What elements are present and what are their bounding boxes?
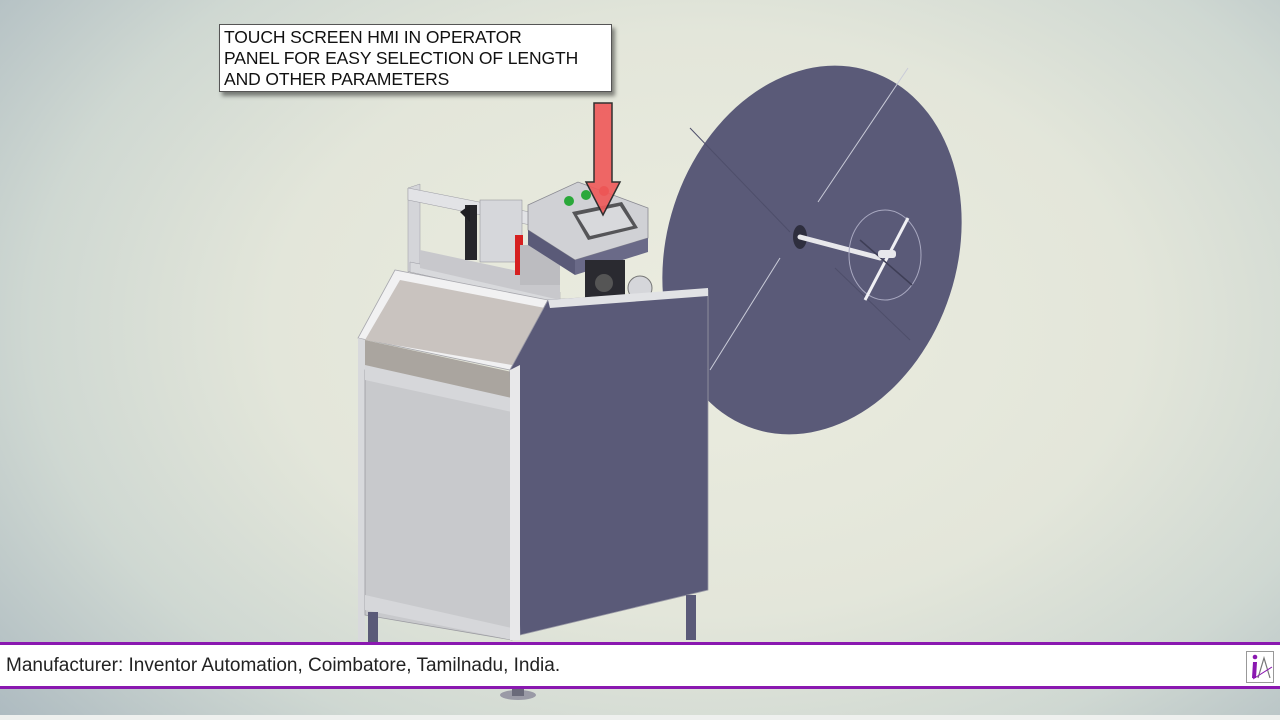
callout-box: TOUCH SCREEN HMI IN OPERATOR PANEL FOR E… <box>219 24 612 92</box>
cabinet <box>357 269 709 700</box>
callout-line-3: AND OTHER PARAMETERS <box>224 69 450 89</box>
callout-line-1: TOUCH SCREEN HMI IN OPERATOR <box>224 27 522 47</box>
reel-disc <box>662 65 962 435</box>
callout-line-2: PANEL FOR EASY SELECTION OF LENGTH <box>224 48 579 68</box>
manufacturer-banner: Manufacturer: Inventor Automation, Coimb… <box>0 642 1280 689</box>
pointer-arrow <box>584 102 622 217</box>
inventor-automation-logo-icon <box>1246 651 1274 683</box>
bottom-strip <box>0 715 1280 720</box>
manufacturer-text: Manufacturer: Inventor Automation, Coimb… <box>6 655 561 676</box>
